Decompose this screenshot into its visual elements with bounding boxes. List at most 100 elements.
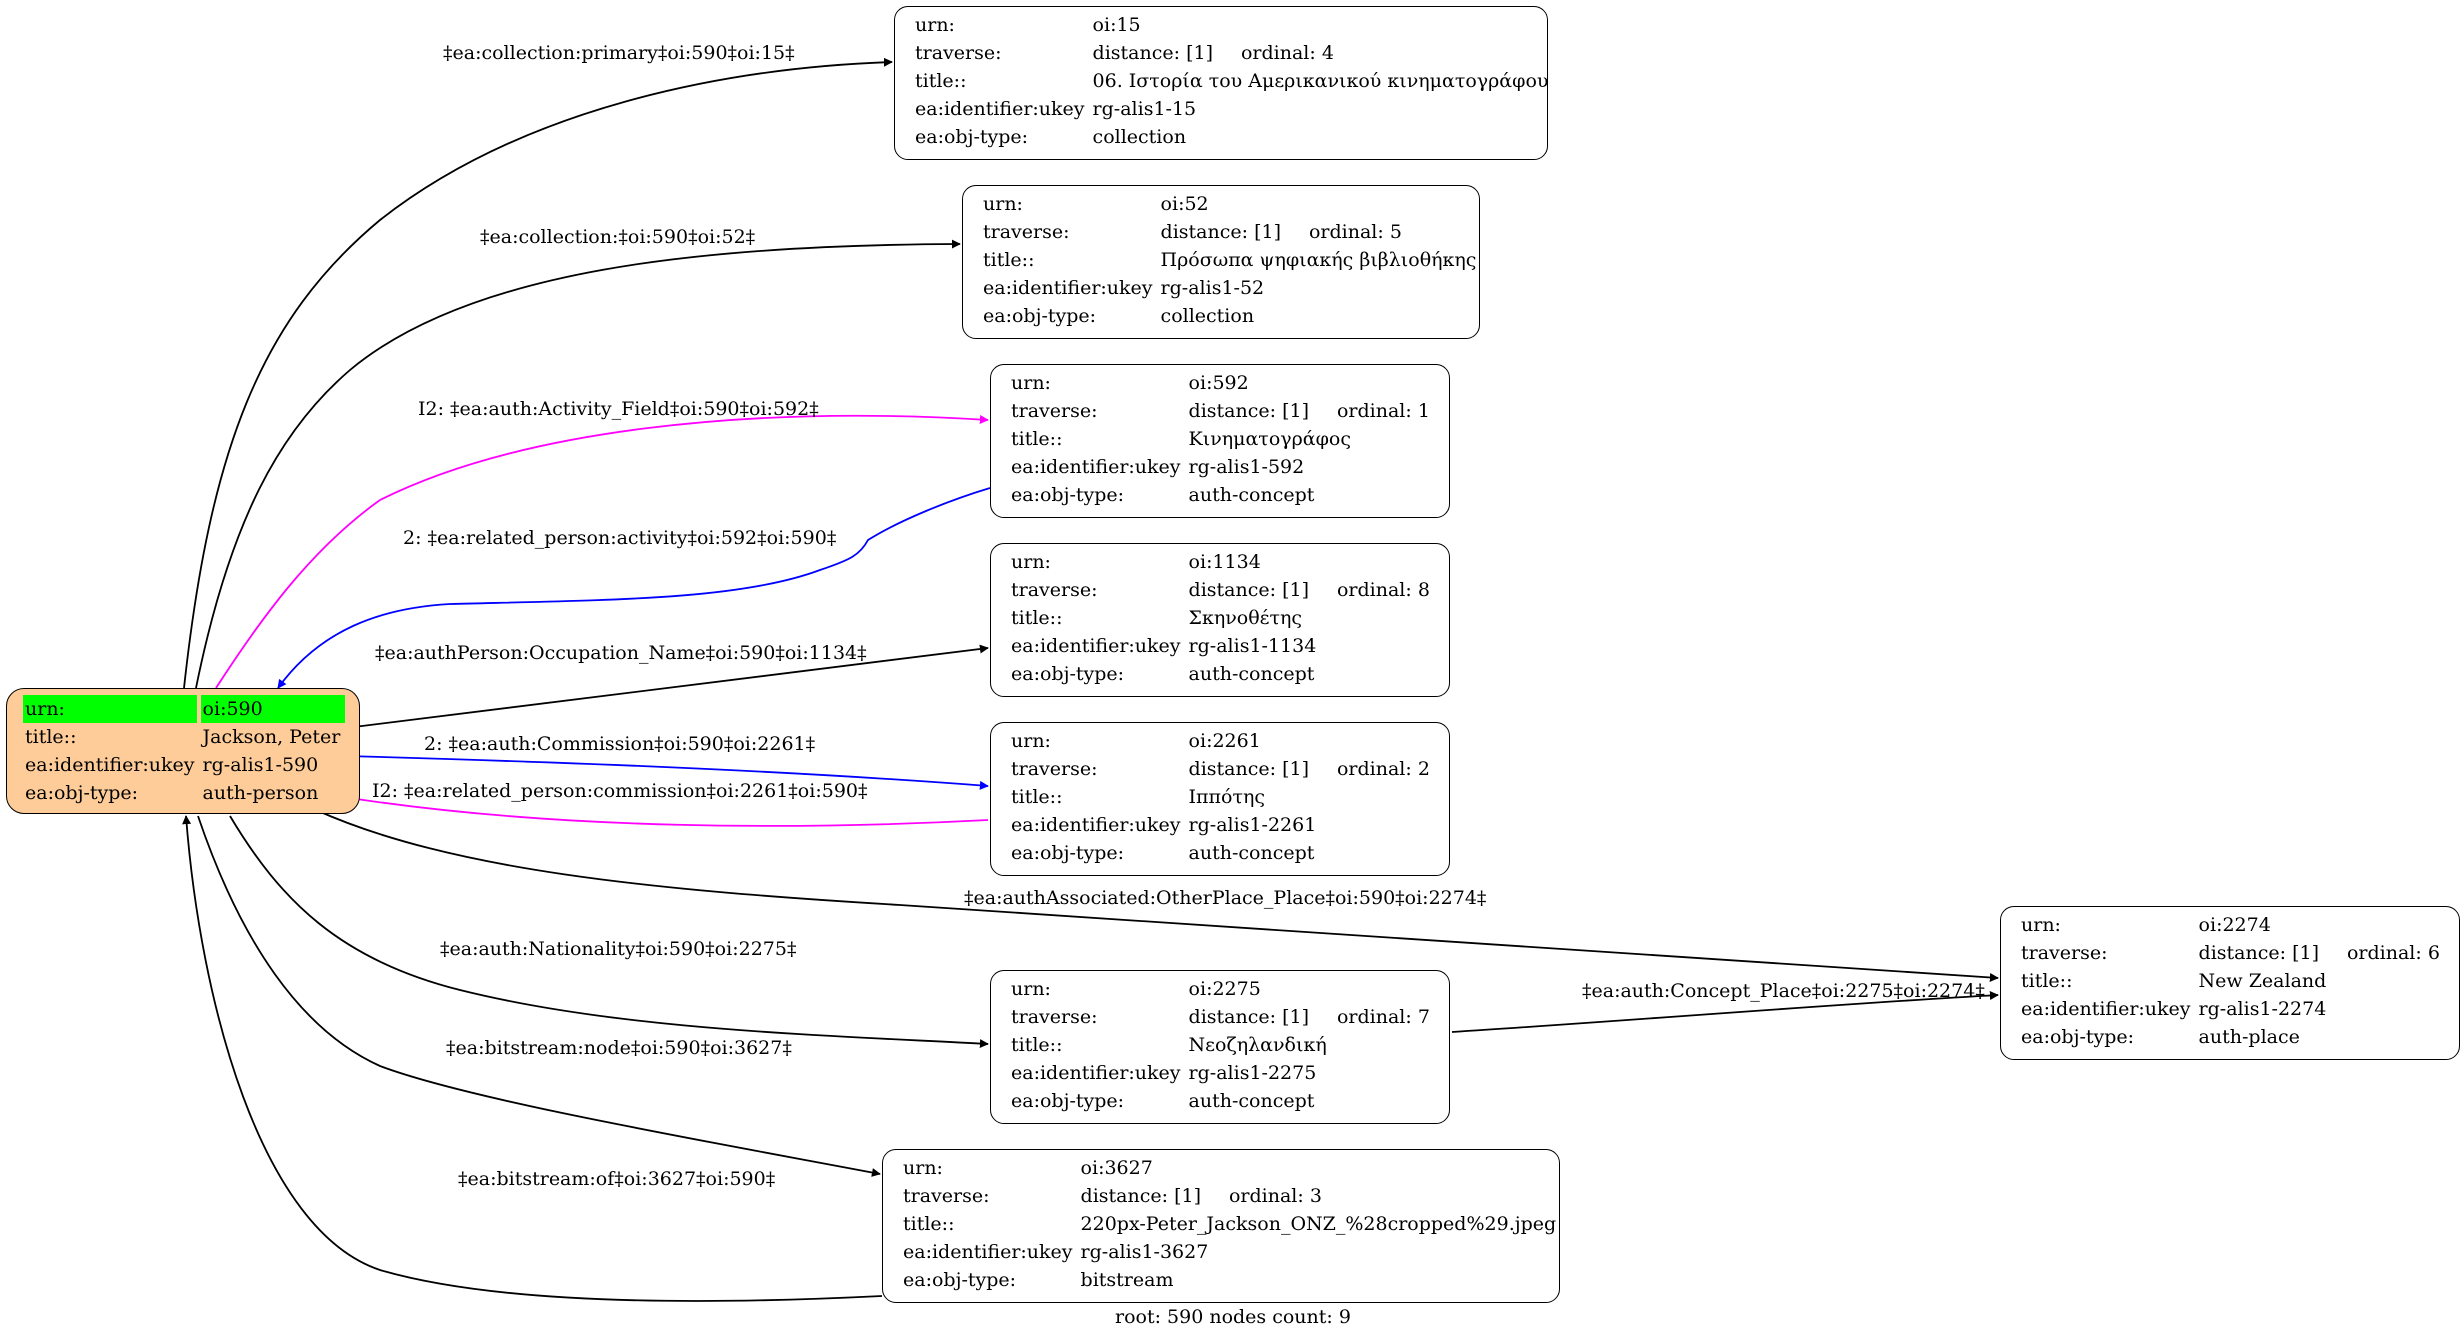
node-key: ea:identifier:ukey [903,1241,1073,1263]
edge-label: I2: ‡ea:auth:Activity_Field‡oi:590‡oi:59… [418,398,819,420]
edge-oi590-to-oi592 [215,414,989,689]
node-key: ea:obj-type: [1011,484,1125,506]
node-title: 220px-Peter_Jackson_ONZ_%28cropped%29.jp… [1080,1213,1557,1235]
node-key: urn: [1011,730,1051,752]
node-key: title:: [983,249,1035,271]
node-key: traverse: [1011,1006,1098,1028]
node-obj-type: collection [1160,305,1255,327]
node-key: ea:identifier:ukey [2021,998,2191,1020]
node-key: urn: [23,695,197,723]
node-distance: distance: [1] [1188,579,1309,601]
node-obj-type: auth-concept [1188,1090,1315,1112]
node-ordinal: ordinal: 6 [2346,942,2440,964]
root-node-oi590[interactable]: urn: oi:590 title:: Jackson, Peter ea:id… [6,688,360,814]
edge-label: ‡ea:auth:Nationality‡oi:590‡oi:2275‡ [440,938,797,960]
node-key: ea:obj-type: [983,305,1097,327]
node-key: title:: [2021,970,2073,992]
edge-label: ‡ea:auth:Concept_Place‡oi:2275‡oi:2274‡ [1582,980,1985,1002]
node-key: urn: [1011,372,1051,394]
node-distance: distance: [1] [2198,942,2319,964]
node-key: traverse: [1011,758,1098,780]
node-urn: oi:15 [1092,14,1141,36]
edge-oi592-to-oi590 [277,487,991,689]
node-ordinal: ordinal: 7 [1336,1006,1430,1028]
edge-label: ‡ea:authAssociated:OtherPlace_Place‡oi:5… [964,887,1487,909]
node-value: auth-person [202,782,319,804]
node-key: urn: [1011,551,1051,573]
node-urn: oi:52 [1160,193,1209,215]
node-urn: oi:2261 [1188,730,1261,752]
node-key: title:: [903,1213,955,1235]
node-ukey: rg-alis1-3627 [1080,1241,1209,1263]
node-ordinal: ordinal: 3 [1228,1185,1322,1207]
node-urn: oi:2275 [1188,978,1261,1000]
edge-label: ‡ea:collection:primary‡oi:590‡oi:15‡ [443,42,795,64]
node-key: title:: [1011,428,1063,450]
node-key: traverse: [983,221,1070,243]
node-oi592[interactable]: urn:oi:592 traverse:distance: [1]ordinal… [990,364,1450,518]
node-ukey: rg-alis1-2274 [2198,998,2327,1020]
node-urn: oi:592 [1188,372,1249,394]
node-ordinal: ordinal: 1 [1336,400,1430,422]
node-key: urn: [915,14,955,36]
node-urn: oi:1134 [1188,551,1261,573]
edge-oi590-to-oi3627 [197,815,881,1177]
node-title: Πρόσωπα ψηφιακής βιβλιοθήκης [1160,249,1477,271]
node-key: title:: [1011,786,1063,808]
node-oi15[interactable]: urn: oi:15 traverse: distance: [1] ordinal:… [894,6,1548,160]
node-title: New Zealand [2198,970,2327,992]
node-value: Jackson, Peter [202,726,341,748]
edge-label: ‡ea:bitstream:node‡oi:590‡oi:3627‡ [446,1037,792,1059]
node-key: ea:obj-type: [25,782,139,804]
node-ordinal: ordinal: 8 [1336,579,1430,601]
node-distance: distance: [1] [1188,758,1309,780]
node-oi2261[interactable]: urn:oi:2261 traverse:distance: [1]ordina… [990,722,1450,876]
node-key: ea:identifier:ukey [983,277,1153,299]
node-ordinal: ordinal: 5 [1308,221,1402,243]
node-ukey: rg-alis1-2261 [1188,814,1317,836]
node-ukey: rg-alis1-1134 [1188,635,1317,657]
edge-label: 2: ‡ea:auth:Commission‡oi:590‡oi:2261‡ [424,733,816,755]
node-oi2274[interactable]: urn:oi:2274 traverse:distance: [1]ordina… [2000,906,2460,1060]
node-oi1134[interactable]: urn:oi:1134 traverse:distance: [1]ordina… [990,543,1450,697]
node-ukey: rg-alis1-52 [1160,277,1265,299]
node-key: title:: [915,70,967,92]
node-key: title:: [1011,1034,1063,1056]
edge-oi3627-to-oi590 [182,815,883,1302]
node-distance: distance: [1] [1092,42,1213,64]
edge-layer [182,57,1999,1302]
node-ukey: rg-alis1-15 [1092,98,1197,120]
node-key: traverse: [915,42,1002,64]
node-obj-type: collection [1092,126,1187,148]
node-key: ea:identifier:ukey [25,754,195,776]
node-ukey: rg-alis1-2275 [1188,1062,1317,1084]
node-obj-type: auth-concept [1188,663,1315,685]
edge-label: ‡ea:collection:‡oi:590‡oi:52‡ [480,226,756,248]
node-oi2275[interactable]: urn:oi:2275 traverse:distance: [1]ordina… [990,970,1450,1124]
node-key: traverse: [2021,942,2108,964]
node-title: Ιππότης [1188,786,1266,808]
edge-oi590-to-oi15 [183,57,893,689]
node-title: Κινηματογράφος [1188,428,1351,450]
node-ordinal: ordinal: 4 [1240,42,1334,64]
node-key: title:: [1011,607,1063,629]
node-key: ea:obj-type: [903,1269,1017,1291]
node-key: ea:identifier:ukey [1011,635,1181,657]
node-key: ea:identifier:ukey [1011,1062,1181,1084]
node-key: ea:obj-type: [1011,663,1125,685]
node-obj-type: auth-concept [1188,842,1315,864]
node-key: traverse: [1011,400,1098,422]
node-key: traverse: [903,1185,990,1207]
node-distance: distance: [1] [1188,1006,1309,1028]
node-urn: oi:2274 [2198,914,2271,936]
edge-label: 2: ‡ea:related_person:activity‡oi:592‡oi… [403,527,837,549]
edge-oi2261-to-oi590 [349,794,989,827]
node-value: rg-alis1-590 [202,754,319,776]
node-key: title:: [25,726,77,748]
node-oi52[interactable]: urn: oi:52 traverse: distance: [1] ordinal:… [962,185,1480,339]
edge-label: I2: ‡ea:related_person:commission‡oi:226… [372,780,868,802]
node-key: urn: [983,193,1023,215]
node-key: ea:obj-type: [2021,1026,2135,1048]
node-oi3627[interactable]: urn:oi:3627 traverse:distance: [1]ordina… [882,1149,1560,1303]
node-distance: distance: [1] [1160,221,1281,243]
